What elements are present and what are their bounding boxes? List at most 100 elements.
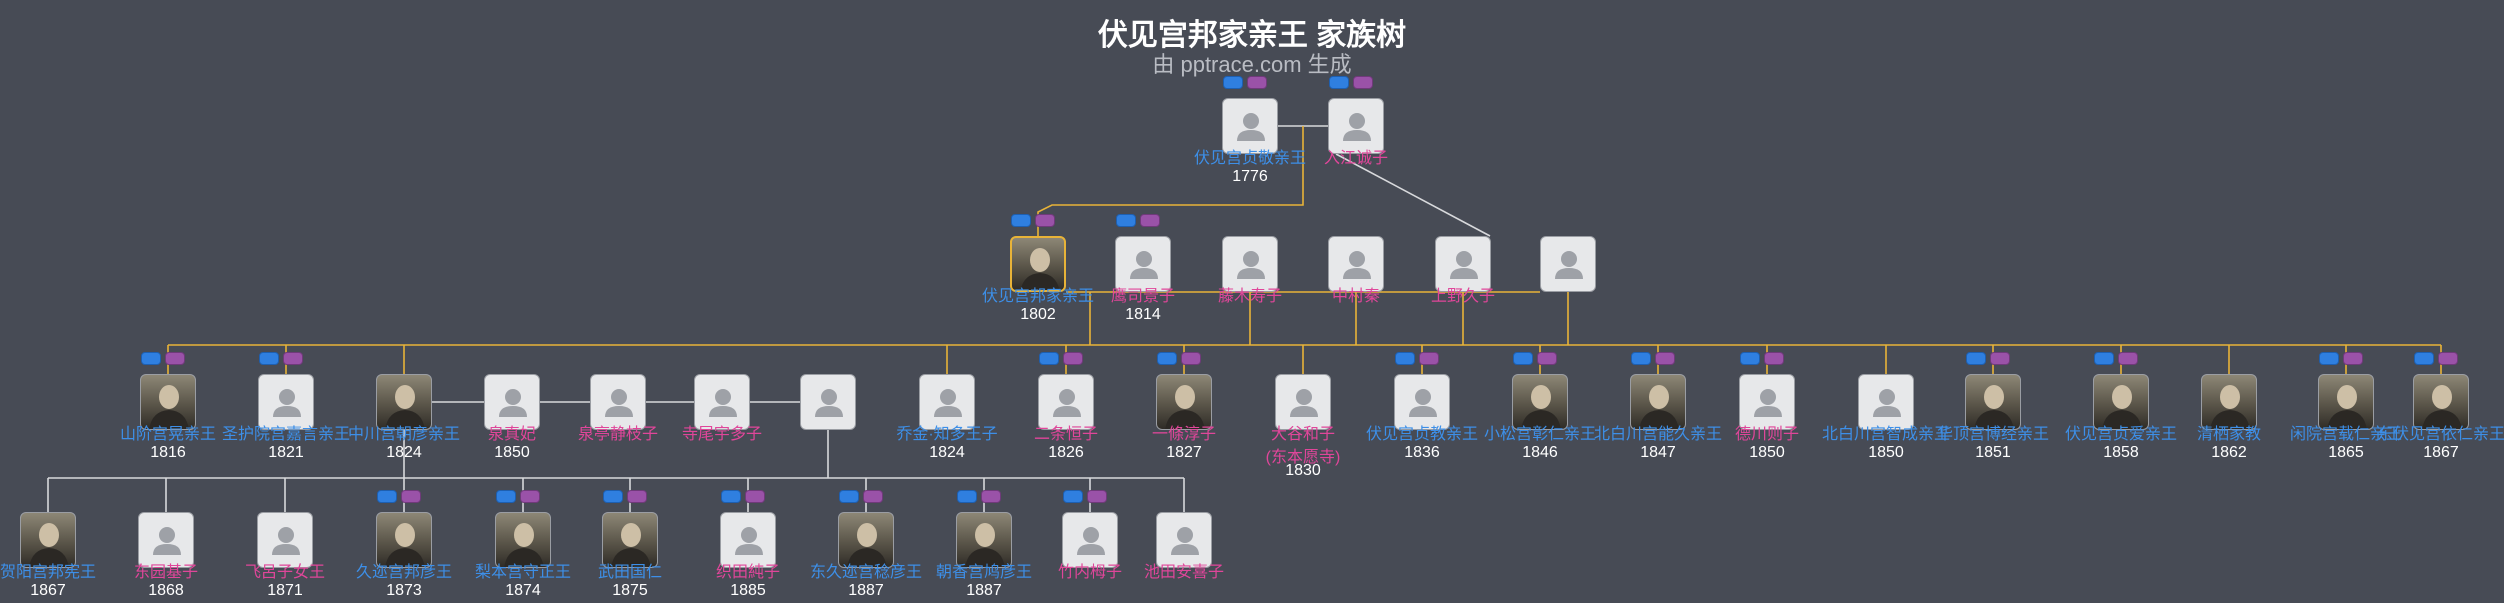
male-badge-icon[interactable]: [2319, 352, 2339, 365]
person-name[interactable]: 圣护院宫嘉言亲王: [221, 426, 350, 443]
person-name[interactable]: 梨本宫守正王: [474, 564, 571, 581]
female-badge-icon[interactable]: [1140, 214, 1160, 227]
person-photo-card[interactable]: [602, 512, 658, 568]
person-card[interactable]: [484, 374, 540, 430]
female-badge-icon[interactable]: [1035, 214, 1055, 227]
female-badge-icon[interactable]: [2438, 352, 2458, 365]
person-name[interactable]: 池田安喜子: [1143, 564, 1224, 581]
female-badge-icon[interactable]: [1063, 352, 1083, 365]
female-badge-icon[interactable]: [745, 490, 765, 503]
person-card[interactable]: [138, 512, 194, 568]
male-badge-icon[interactable]: [496, 490, 516, 503]
person-name[interactable]: 大谷和子: [1270, 426, 1335, 443]
female-badge-icon[interactable]: [1419, 352, 1439, 365]
person-name[interactable]: 乔金·知多王子: [896, 426, 998, 443]
person-photo-card[interactable]: [376, 374, 432, 430]
person-card[interactable]: [694, 374, 750, 430]
person-photo-card[interactable]: [1010, 236, 1066, 292]
person-name[interactable]: 入江诚子: [1323, 150, 1388, 167]
person-photo-card[interactable]: [2093, 374, 2149, 430]
person-name[interactable]: 织田純子: [715, 564, 780, 581]
female-badge-icon[interactable]: [1181, 352, 1201, 365]
person-name[interactable]: 朝香宫鸠彦王: [935, 564, 1032, 581]
person-name[interactable]: 华顶宫博经亲王: [1936, 426, 2049, 443]
person-card[interactable]: [1156, 512, 1212, 568]
person-photo-card[interactable]: [2318, 374, 2374, 430]
person-name[interactable]: 泉真妃: [487, 426, 536, 443]
person-name[interactable]: 伏见宫贞教亲王: [1365, 426, 1478, 443]
person-name[interactable]: 东久迩宫稔彦王: [809, 564, 922, 581]
person-name[interactable]: 东园基子: [133, 564, 198, 581]
person-card[interactable]: [1328, 236, 1384, 292]
person-photo-card[interactable]: [495, 512, 551, 568]
person-photo-card[interactable]: [1512, 374, 1568, 430]
female-badge-icon[interactable]: [1247, 76, 1267, 89]
person-name[interactable]: 二条恒子: [1033, 426, 1098, 443]
person-name[interactable]: 久迩宫邦彦王: [355, 564, 452, 581]
male-badge-icon[interactable]: [1513, 352, 1533, 365]
male-badge-icon[interactable]: [1116, 214, 1136, 227]
male-badge-icon[interactable]: [957, 490, 977, 503]
person-photo-card[interactable]: [2201, 374, 2257, 430]
male-badge-icon[interactable]: [1395, 352, 1415, 365]
female-badge-icon[interactable]: [1537, 352, 1557, 365]
male-badge-icon[interactable]: [721, 490, 741, 503]
person-photo-card[interactable]: [1630, 374, 1686, 430]
person-name[interactable]: 上野久子: [1430, 288, 1495, 305]
person-name[interactable]: 藤木寿子: [1217, 288, 1282, 305]
male-badge-icon[interactable]: [377, 490, 397, 503]
male-badge-icon[interactable]: [1740, 352, 1760, 365]
female-badge-icon[interactable]: [981, 490, 1001, 503]
person-name[interactable]: 山阶宫晃亲王: [119, 426, 216, 443]
female-badge-icon[interactable]: [1764, 352, 1784, 365]
person-card[interactable]: [1328, 98, 1384, 154]
person-name[interactable]: 飞呂子女王: [244, 564, 325, 581]
person-photo-card[interactable]: [1965, 374, 2021, 430]
person-photo-card[interactable]: [2413, 374, 2469, 430]
person-card[interactable]: [1062, 512, 1118, 568]
person-name[interactable]: 伏见宫贞敬亲王: [1193, 150, 1306, 167]
person-card[interactable]: [1394, 374, 1450, 430]
female-badge-icon[interactable]: [520, 490, 540, 503]
person-photo-card[interactable]: [140, 374, 196, 430]
male-badge-icon[interactable]: [1011, 214, 1031, 227]
male-badge-icon[interactable]: [2414, 352, 2434, 365]
male-badge-icon[interactable]: [2094, 352, 2114, 365]
female-badge-icon[interactable]: [2118, 352, 2138, 365]
female-badge-icon[interactable]: [1087, 490, 1107, 503]
female-badge-icon[interactable]: [2343, 352, 2363, 365]
person-card[interactable]: [919, 374, 975, 430]
person-card[interactable]: [1540, 236, 1596, 292]
person-card[interactable]: [1038, 374, 1094, 430]
person-card[interactable]: [1222, 98, 1278, 154]
female-badge-icon[interactable]: [863, 490, 883, 503]
person-name[interactable]: 伏见宫邦家亲王: [981, 288, 1094, 305]
person-photo-card[interactable]: [838, 512, 894, 568]
person-name[interactable]: 德川则子: [1734, 426, 1799, 443]
female-badge-icon[interactable]: [627, 490, 647, 503]
male-badge-icon[interactable]: [603, 490, 623, 503]
male-badge-icon[interactable]: [1039, 352, 1059, 365]
person-name[interactable]: 贺阳宫邦宪王: [0, 564, 96, 581]
female-badge-icon[interactable]: [283, 352, 303, 365]
person-name[interactable]: 中川宫朝彦亲王: [347, 426, 460, 443]
person-card[interactable]: [1858, 374, 1914, 430]
female-badge-icon[interactable]: [401, 490, 421, 503]
female-badge-icon[interactable]: [1655, 352, 1675, 365]
male-badge-icon[interactable]: [1631, 352, 1651, 365]
person-card[interactable]: [257, 512, 313, 568]
person-name[interactable]: 中村秦: [1331, 288, 1380, 305]
female-badge-icon[interactable]: [1990, 352, 2010, 365]
person-photo-card[interactable]: [1156, 374, 1212, 430]
person-card[interactable]: [1275, 374, 1331, 430]
person-name[interactable]: 竹内栂子: [1057, 564, 1122, 581]
person-name[interactable]: 泉亭静枝子: [577, 426, 658, 443]
male-badge-icon[interactable]: [1157, 352, 1177, 365]
person-card[interactable]: [1115, 236, 1171, 292]
female-badge-icon[interactable]: [1353, 76, 1373, 89]
person-card[interactable]: [590, 374, 646, 430]
male-badge-icon[interactable]: [1063, 490, 1083, 503]
person-card[interactable]: [1739, 374, 1795, 430]
person-card[interactable]: [258, 374, 314, 430]
male-badge-icon[interactable]: [1966, 352, 1986, 365]
